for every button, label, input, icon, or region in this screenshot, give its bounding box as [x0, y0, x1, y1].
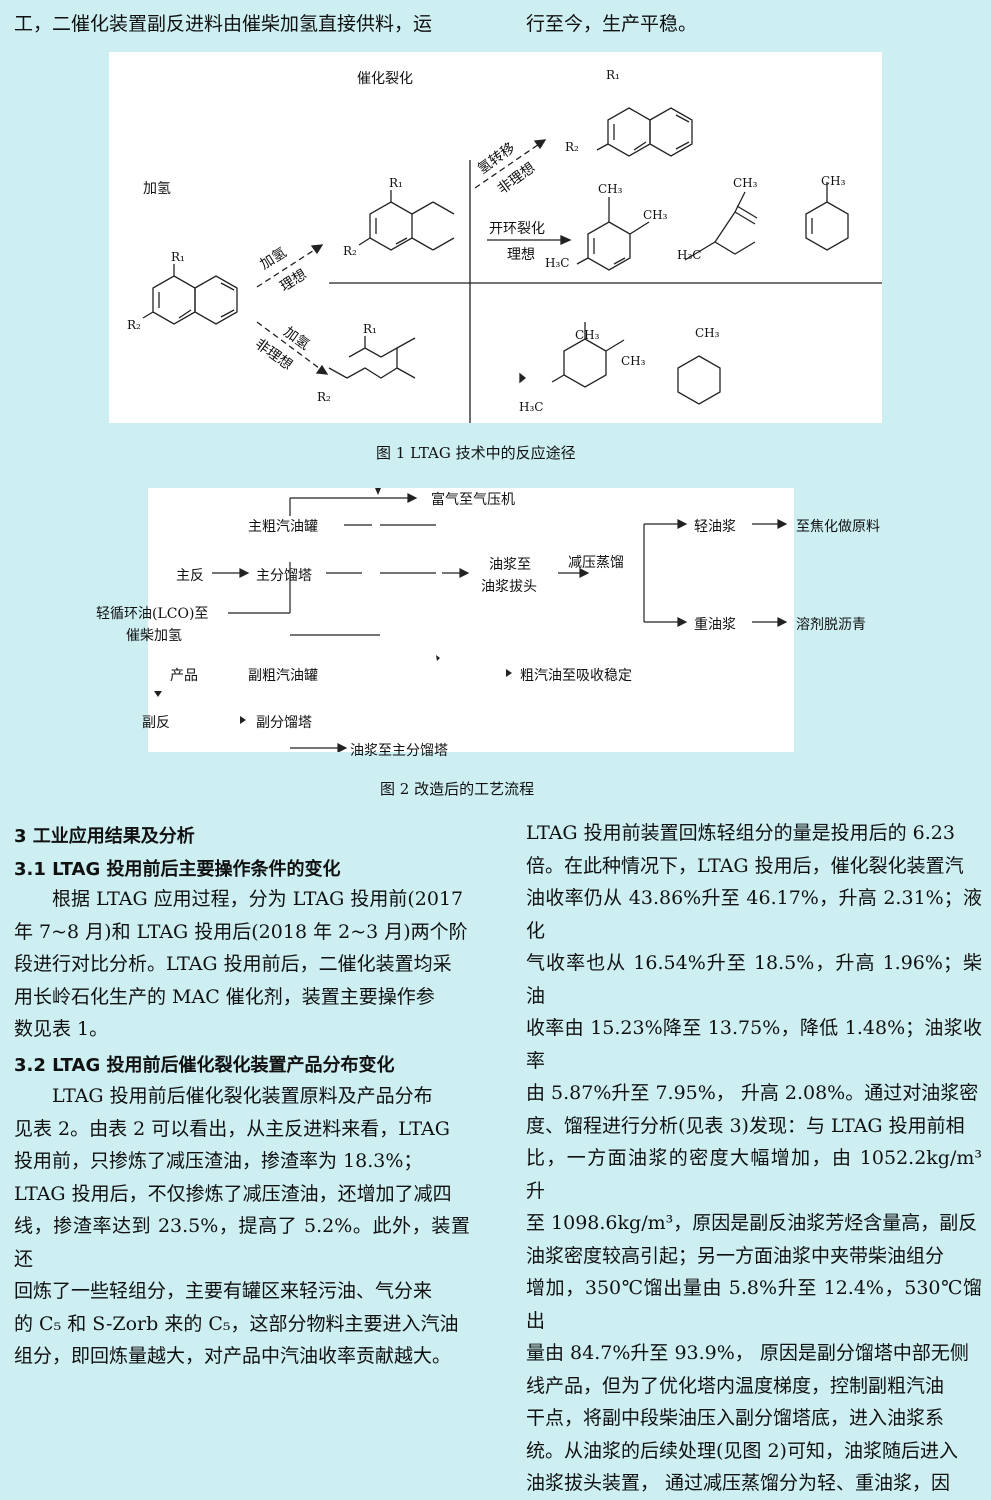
label-ring-opening: 开环裂化: [489, 221, 545, 237]
figure-1-caption: 图 1 LTAG 技术中的反应途径: [376, 444, 576, 462]
label-h3c-c: H₃C: [519, 400, 544, 414]
node-heavy-slurry: 重油浆: [694, 617, 736, 633]
node-to-coking: 至焦化做原料: [796, 519, 880, 535]
label-r2-d: R₂: [565, 140, 579, 154]
node-vacuum-distill: 减压蒸馏: [568, 555, 624, 571]
figure-2-caption: 图 2 改造后的工艺流程: [380, 780, 535, 798]
label-r1-c: R₁: [363, 322, 377, 336]
label-r2-b: R₂: [343, 244, 357, 258]
figure-2-lines: [154, 488, 788, 752]
label-ch3-b: CH₃: [643, 208, 668, 222]
node-sub-crude-tank: 副粗汽油罐: [248, 668, 318, 684]
top-text-right: 行至今，生产平稳。: [526, 13, 698, 35]
label-ch3-d: CH₃: [821, 174, 846, 188]
node-main-crude-tank: 主粗汽油罐: [248, 519, 318, 535]
label-r1-d: R₁: [606, 68, 620, 82]
node-main-fractionator: 主分馏塔: [256, 568, 312, 584]
node-sub-reactor: 副反: [142, 715, 170, 731]
figure-1-lines: [142, 107, 882, 423]
label-ch3-c: CH₃: [733, 176, 758, 190]
figure-1: 催化裂化 加氢 加氢 理想 加氢 非理想 氢转移 非理想 开环裂化 理想 R₁ …: [109, 52, 882, 423]
label-r1-b: R₁: [389, 176, 403, 190]
node-slurry-to-main: 油浆至主分馏塔: [350, 743, 448, 759]
label-ch3-e: CH₃: [575, 328, 600, 342]
section-3-2-heading: 3.2 LTAG 投用前后催化裂化装置产品分布变化: [14, 1055, 395, 1076]
label-h3c-a: H₃C: [545, 256, 570, 270]
label-ch3-f: CH₃: [621, 354, 646, 368]
label-hydrogenation: 加氢: [143, 181, 171, 197]
right-column-paragraph: LTAG 投用前装置回炼轻组分的量是投用后的 6.23 倍。在此种情况下，LTA…: [526, 822, 982, 1494]
node-rich-gas: 富气至气压机: [431, 492, 515, 508]
node-slurry-header-line2: 油浆拔头: [481, 579, 537, 595]
label-ideal: 理想: [507, 247, 535, 263]
label-r2-a: R₂: [127, 318, 141, 332]
section-3-1-heading: 3.1 LTAG 投用前后主要操作条件的变化: [14, 859, 341, 880]
node-slurry-header-line1: 油浆至: [489, 557, 531, 573]
label-r1-a: R₁: [171, 250, 185, 264]
node-main-reactor: 主反: [176, 568, 204, 584]
label-ch3-g: CH₃: [695, 326, 720, 340]
node-lco-line1: 轻循环油(LCO)至: [96, 606, 209, 622]
top-text-left: 工，二催化装置副反进料由催柴加氢直接供料，运: [14, 13, 433, 35]
node-solvent-deasphalt: 溶剂脱沥青: [796, 617, 866, 633]
section-3-2-paragraph: LTAG 投用前后催化裂化装置原料及产品分布 见表 2。由表 2 可以看出，从主…: [14, 1085, 470, 1367]
node-crude-to-absorb: 粗汽油至吸收稳定: [520, 668, 632, 684]
section-3-heading: 3 工业应用结果及分析: [14, 826, 195, 847]
node-light-slurry: 轻油浆: [694, 519, 736, 535]
label-ch3-a: CH₃: [598, 182, 623, 196]
node-lco-line2: 催柴加氢: [126, 628, 182, 644]
node-sub-fractionator: 副分馏塔: [256, 715, 312, 731]
section-3-1-paragraph: 根据 LTAG 应用过程，分为 LTAG 投用前(2017 年 7~8 月)和 …: [14, 888, 468, 1040]
label-h3c-b: H₃C: [677, 248, 702, 262]
label-catalytic-cracking: 催化裂化: [357, 71, 413, 87]
node-product: 产品: [170, 668, 198, 684]
label-r2-c: R₂: [317, 390, 331, 404]
figure-2: 富气至气压机 主粗汽油罐 主反 主分馏塔 油浆至 油浆拔头 减压蒸馏 轻油浆 重…: [96, 488, 794, 759]
